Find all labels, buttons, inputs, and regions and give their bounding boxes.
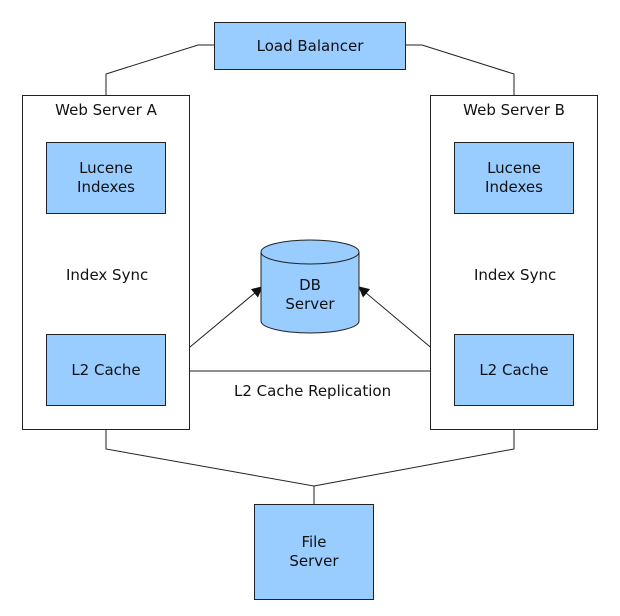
lucene-indexes-a-label: Lucene Indexes (77, 159, 135, 196)
db-server-label: DB Server (285, 276, 335, 313)
lb-to-server-b-line (406, 44, 515, 95)
db-server-cylinder (260, 239, 360, 334)
lucene-indexes-b-label: Lucene Indexes (485, 159, 543, 196)
lucene-indexes-a-box: Lucene Indexes (46, 142, 166, 214)
web-server-a-title: Web Server A (55, 101, 157, 119)
file-server-box: File Server (254, 504, 374, 600)
load-balancer-label: Load Balancer (256, 36, 364, 55)
l2-cache-a-label: L2 Cache (71, 360, 141, 379)
server-a-to-file-line (105, 430, 315, 504)
lucene-indexes-b-box: Lucene Indexes (454, 142, 574, 214)
file-server-label: File Server (289, 533, 339, 570)
l2-cache-b-box: L2 Cache (454, 334, 574, 406)
l2-cache-a-box: L2 Cache (46, 334, 166, 406)
l2-cache-b-label: L2 Cache (479, 360, 549, 379)
index-sync-b-label: Index Sync (472, 266, 559, 284)
replication-label: L2 Cache Replication (234, 382, 392, 400)
lb-to-server-a-line (105, 44, 214, 95)
load-balancer-box: Load Balancer (214, 22, 406, 70)
index-sync-a-label: Index Sync (64, 266, 151, 284)
web-server-b-title: Web Server B (463, 101, 565, 119)
server-b-to-file-line (313, 430, 515, 487)
